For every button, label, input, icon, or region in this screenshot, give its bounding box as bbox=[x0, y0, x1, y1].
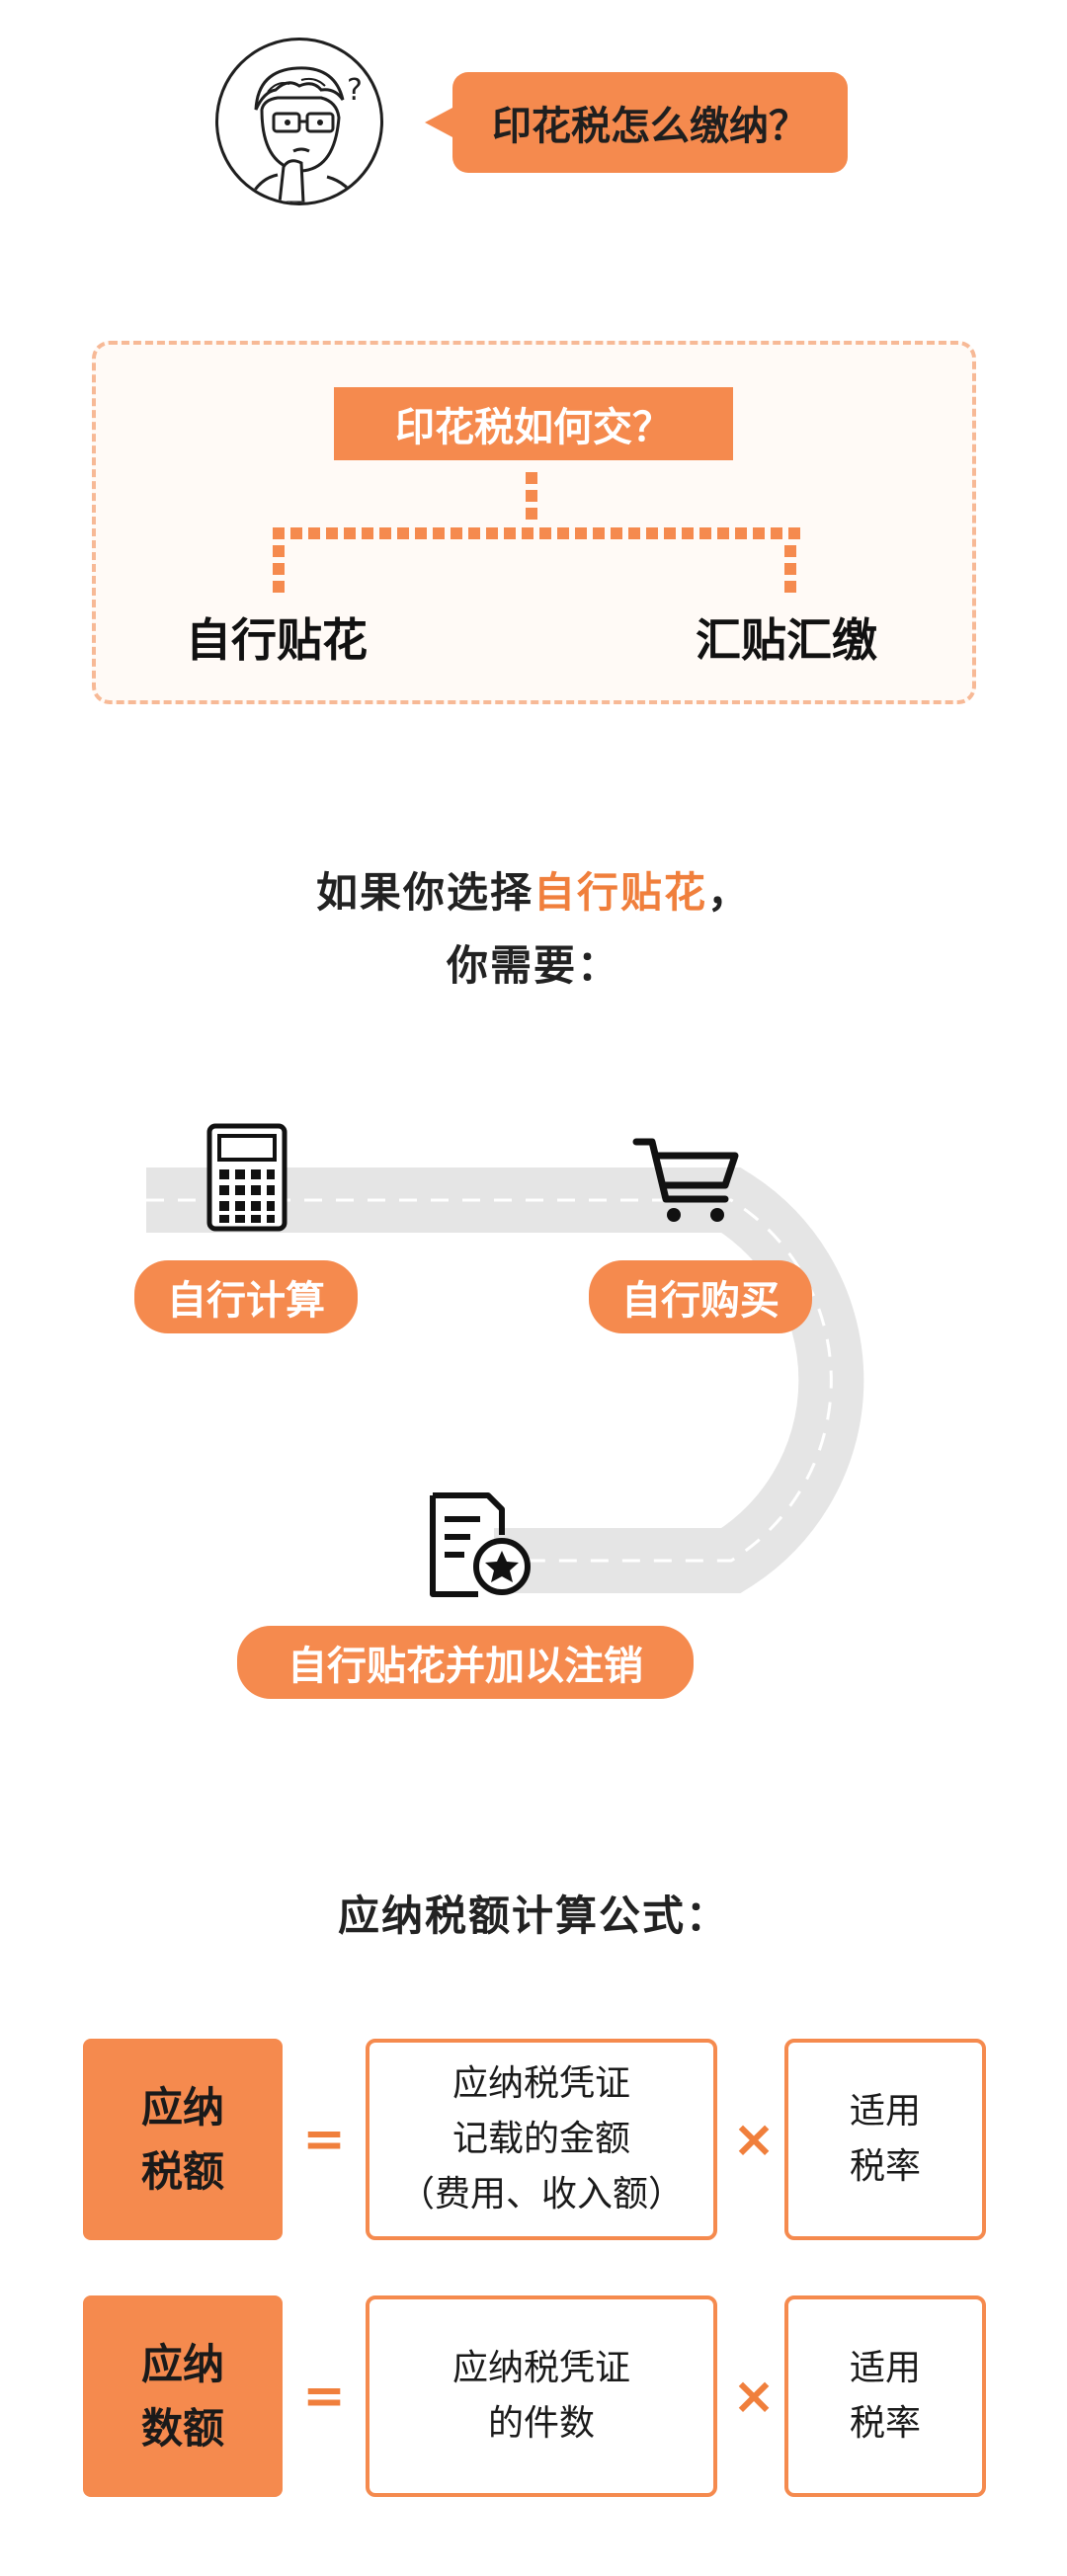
thinking-man-icon: ? bbox=[246, 66, 363, 202]
document-star-icon bbox=[430, 1492, 531, 1597]
avatar: ? bbox=[215, 38, 383, 205]
how-to-pay-title: 印花税如何交？ bbox=[334, 387, 733, 460]
step-self-purchase: 自行购买 bbox=[589, 1260, 812, 1333]
intro-suffix: ， bbox=[707, 868, 752, 917]
method-self-stamp: 自行贴花 bbox=[186, 613, 368, 667]
step-self-stamp-cancel: 自行贴花并加以注销 bbox=[237, 1626, 694, 1699]
formula-base-amount: 应纳税凭证 记载的金额 （费用、收入额） bbox=[366, 2039, 717, 2240]
formula-rate: 适用 税率 bbox=[784, 2295, 986, 2497]
formula-base-count: 应纳税凭证 的件数 bbox=[366, 2295, 717, 2497]
shopping-cart-icon bbox=[632, 1138, 739, 1222]
question-bubble: 印花税怎么缴纳？ bbox=[452, 72, 848, 173]
formula-result-count: 应纳 数额 bbox=[83, 2295, 283, 2497]
formula-title: 应纳税额计算公式： bbox=[337, 1892, 729, 1940]
intro-line-2: 你需要： bbox=[446, 941, 620, 990]
formula-rate: 适用 税率 bbox=[784, 2039, 986, 2240]
times-sign: × bbox=[732, 2367, 776, 2426]
calculator-icon bbox=[206, 1123, 287, 1232]
intro-prefix: 如果你选择 bbox=[315, 868, 534, 917]
method-consolidated: 汇贴汇缴 bbox=[696, 613, 877, 667]
branch-connector bbox=[273, 472, 800, 593]
road-diagram bbox=[146, 1167, 864, 1593]
formula-result-tax: 应纳 税额 bbox=[83, 2039, 283, 2240]
intro-highlight: 自行贴花 bbox=[533, 868, 707, 917]
equals-sign: = bbox=[302, 2367, 346, 2426]
svg-text:?: ? bbox=[347, 73, 363, 108]
equals-sign: = bbox=[302, 2110, 346, 2169]
intro-line-1: 如果你选择自行贴花， bbox=[0, 859, 1067, 920]
step-self-calculate: 自行计算 bbox=[134, 1260, 358, 1333]
bubble-tail bbox=[425, 107, 454, 138]
times-sign: × bbox=[732, 2110, 776, 2169]
